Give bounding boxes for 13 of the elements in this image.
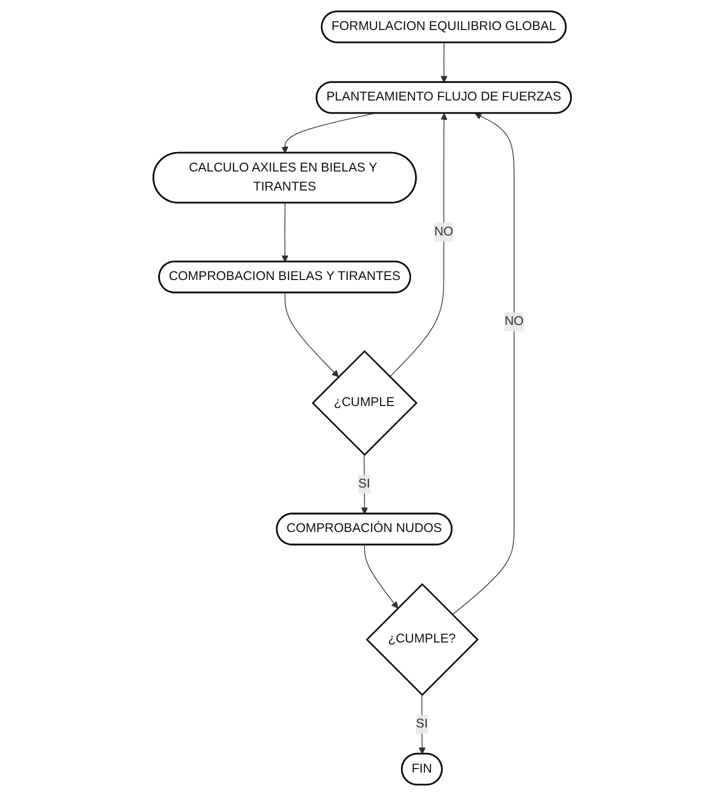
edge-label: SI xyxy=(416,717,428,731)
arrow xyxy=(282,113,376,154)
arrow xyxy=(282,202,289,262)
arrow xyxy=(364,544,398,609)
edge-label: NO xyxy=(434,224,454,238)
arrow xyxy=(452,113,515,616)
arrow xyxy=(284,292,340,378)
node-diamond: ¿CUMPLE? xyxy=(366,583,479,696)
arrow xyxy=(440,42,448,83)
edge-label: SI xyxy=(358,477,371,491)
edge-label: NO xyxy=(504,314,524,328)
arrow xyxy=(390,113,448,378)
node-diamond: ¿CUMPLE xyxy=(312,350,418,456)
